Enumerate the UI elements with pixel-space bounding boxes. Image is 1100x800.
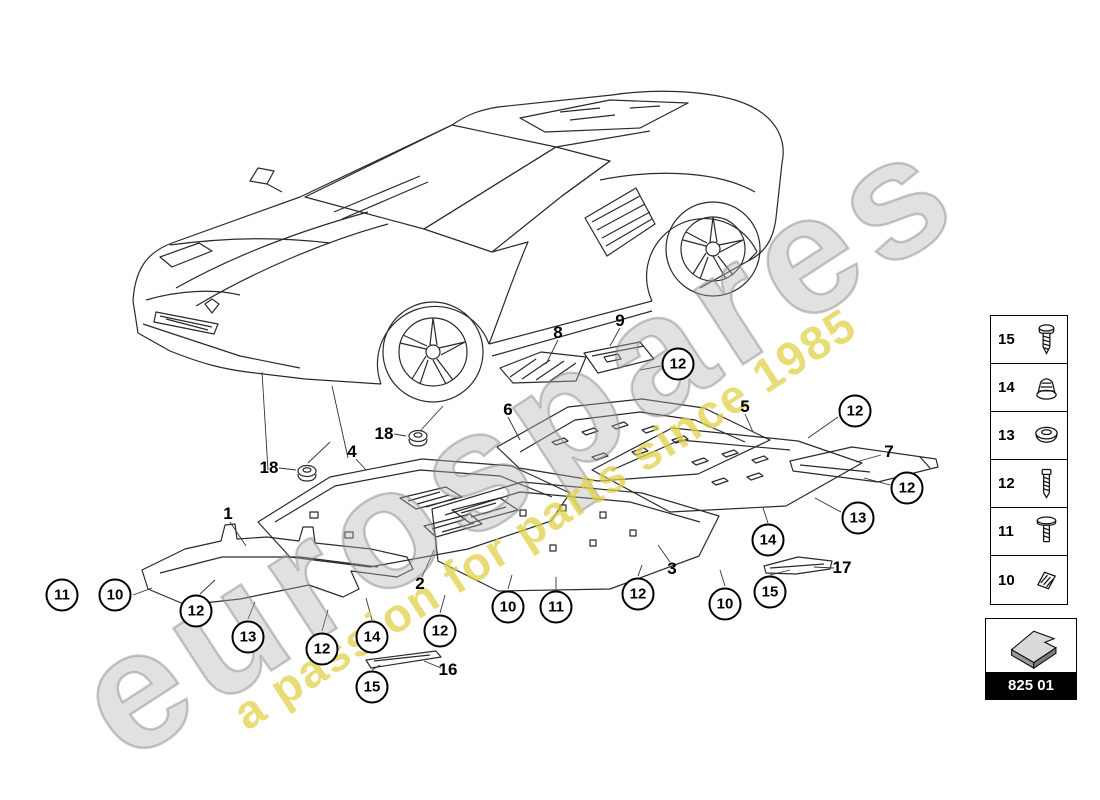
legend-number: 15 [998,331,1015,348]
part-number-label[interactable]: 18 [259,458,279,477]
part-number-label[interactable]: 8 [553,323,563,342]
part-group-thumbnail[interactable]: 825 01 [985,618,1077,700]
part-number-label[interactable]: 3 [667,559,677,578]
legend-number: 11 [998,523,1014,540]
legend-row-15[interactable]: 15 [991,316,1067,364]
part-number-label[interactable]: 1 [223,504,233,523]
leader-lines [132,327,891,671]
fastener-callout[interactable]: 12 [423,614,457,648]
fastener-callout[interactable]: 11 [539,590,573,624]
fastener-callout[interactable]: 15 [355,670,389,704]
fastener-callout[interactable]: 13 [841,501,875,535]
fastener-callout[interactable]: 12 [621,577,655,611]
fastener-callout[interactable]: 12 [661,347,695,381]
fastener-callout[interactable]: 12 [179,594,213,628]
part-group-icon [986,619,1076,672]
fastener-callout[interactable]: 12 [305,632,339,666]
legend-number: 10 [998,571,1015,589]
fastener-callout[interactable]: 14 [355,620,389,654]
fastener-callout[interactable]: 12 [890,471,924,505]
part-number-label[interactable]: 7 [884,442,894,461]
legend-number: 14 [998,379,1015,396]
part-number-label[interactable]: 2 [415,574,425,593]
legend-number: 13 [998,427,1015,444]
legend-row-14[interactable]: 14 [991,364,1067,412]
fastener-callout[interactable]: 12 [838,394,872,428]
fastener-legend: 15 14 13 [990,315,1068,605]
legend-row-11[interactable]: 11 [991,508,1067,556]
fastener-callout[interactable]: 15 [753,575,787,609]
pan-head-screw-icon [1036,515,1057,542]
fastener-callout[interactable]: 11 [45,578,79,612]
fastener-callout[interactable]: 10 [708,587,742,621]
part-number-label[interactable]: 9 [615,311,625,330]
hex-screw-icon [1041,468,1052,499]
part-number-label[interactable]: 17 [832,558,852,577]
part-number-label[interactable]: 5 [740,397,750,416]
fastener-callout[interactable]: 13 [231,620,265,654]
legend-row-13[interactable]: 13 [991,412,1067,460]
legend-row-10[interactable]: 10 [991,556,1067,604]
part-number-label[interactable]: 18 [374,424,394,443]
trim-panel-parts [141,341,939,669]
grommet-icon [1035,426,1058,443]
fastener-callout[interactable]: 10 [491,590,525,624]
fastener-callout[interactable]: 14 [751,523,785,557]
part-group-code: 825 01 [986,672,1076,699]
part-number-label[interactable]: 4 [347,442,357,461]
legend-number: 12 [998,475,1015,492]
tapping-screw-icon [1038,323,1055,355]
speed-nut-clip-icon [1036,377,1057,400]
car-drawing [132,90,784,403]
part-number-label[interactable]: 16 [438,660,458,679]
legend-row-12[interactable]: 12 [991,460,1067,508]
part-number-label[interactable]: 6 [503,400,513,419]
retaining-clip-icon [1036,571,1057,590]
panel-arrow-icon [1010,630,1058,669]
fastener-callout[interactable]: 10 [98,578,132,612]
